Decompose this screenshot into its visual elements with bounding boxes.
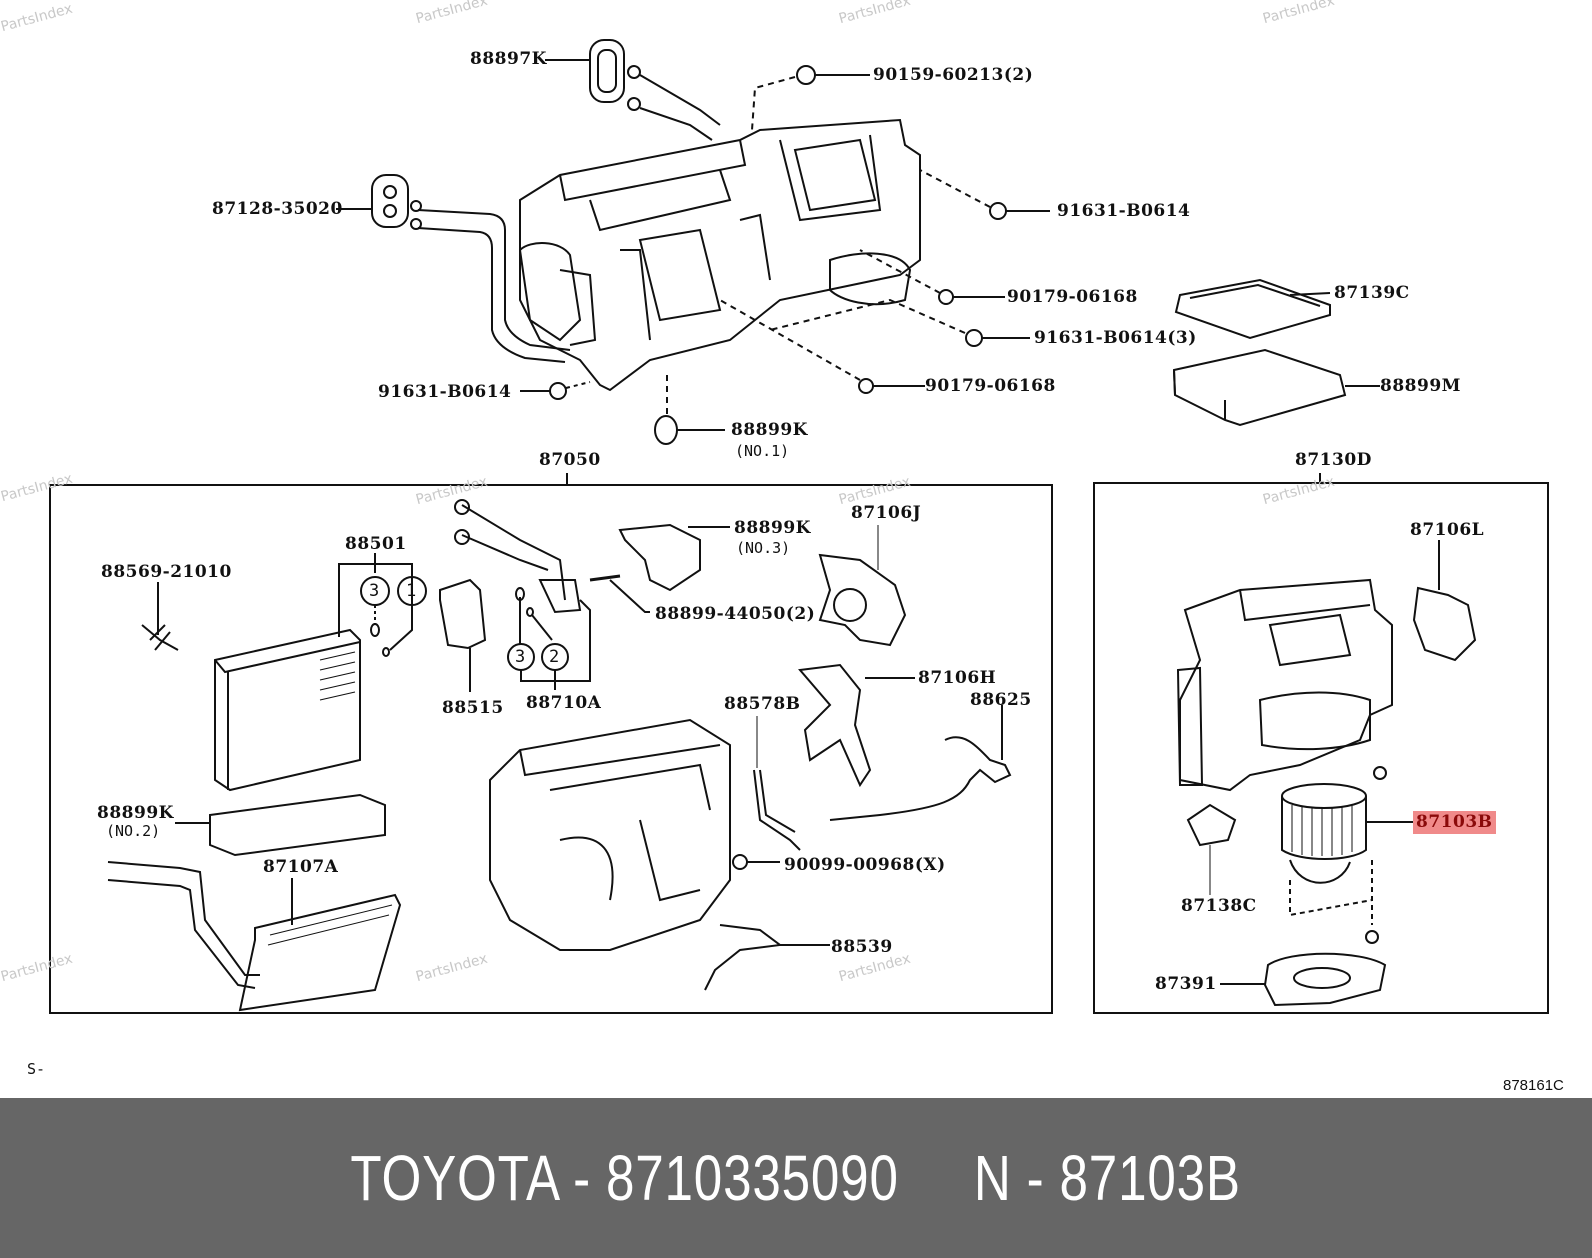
ref-number-88501-a: 3 — [369, 581, 380, 601]
linkage-87106h — [798, 663, 872, 788]
part-label-87391[interactable]: 87391 — [1155, 974, 1217, 994]
part-label-88899-44050[interactable]: 88899-44050(2) — [655, 604, 816, 624]
pipe-88710a — [461, 504, 566, 601]
heater-core-87107a — [238, 893, 402, 1012]
part-label-87106l[interactable]: 87106L — [1410, 520, 1485, 540]
filter-87139c — [1174, 278, 1331, 340]
part-label-88539[interactable]: 88539 — [831, 937, 893, 957]
part-label-91631-b0614-a[interactable]: 91631-B0614 — [1057, 201, 1191, 221]
part-banner: TOYOTA - 8710335090 N - 87103B — [0, 1098, 1592, 1258]
parts-diagram: PartsIndex PartsIndex PartsIndex PartsIn… — [0, 0, 1564, 1094]
part-label-91631-b0614-3[interactable]: 91631-B0614(3) — [1034, 328, 1197, 348]
part-label-88501[interactable]: 88501 — [345, 534, 407, 554]
part-label-87138c[interactable]: 87138C — [1181, 896, 1257, 916]
clip-88899k-no1 — [654, 415, 678, 445]
diagram-id: 878161C — [1503, 1077, 1564, 1094]
screw-91631-a — [989, 202, 1007, 220]
part-number-title: TOYOTA - 8710335090 N - 87103B — [350, 1142, 1242, 1214]
part-label-88569-21010[interactable]: 88569-21010 — [101, 562, 232, 582]
screw-91631-c — [549, 382, 567, 400]
filter-case-88899m — [1172, 348, 1347, 427]
group-box-87050 — [49, 484, 1053, 1014]
part-label-88897k[interactable]: 88897K — [470, 49, 547, 69]
sensor-88625 — [829, 736, 1012, 821]
hvac-unit-assembly — [518, 118, 921, 392]
nut-90179-a — [938, 289, 954, 305]
hose-88578b — [753, 769, 801, 851]
nut-90179-b — [858, 378, 874, 394]
part-label-88899m[interactable]: 88899M — [1380, 376, 1461, 396]
screw-blower-b — [1365, 930, 1379, 944]
part-label-88710a[interactable]: 88710A — [526, 693, 602, 713]
evaporator-88501 — [214, 628, 361, 792]
pipe-top — [417, 209, 571, 351]
part-label-87106h[interactable]: 87106H — [918, 668, 997, 688]
part-sublabel-no1: (NO.1) — [735, 442, 790, 460]
hvac-case-87050 — [489, 718, 731, 951]
part-sublabel-no2: (NO.2) — [106, 822, 161, 840]
valve-88515 — [439, 578, 487, 650]
part-label-87106j[interactable]: 87106J — [851, 503, 922, 523]
grommet-87128 — [371, 174, 409, 228]
group-label-87130d[interactable]: 87130D — [1295, 450, 1372, 470]
actuator-87106j — [818, 553, 907, 647]
bolt-88899-44050 — [589, 574, 621, 582]
screw-90099 — [732, 854, 748, 870]
part-sublabel-no3: (NO.3) — [736, 539, 791, 557]
diagram-line-art — [49, 39, 1549, 1014]
group-label-87050[interactable]: 87050 — [539, 450, 601, 470]
resistor-87138c — [1186, 803, 1237, 847]
part-label-88899k-no2[interactable]: 88899K — [97, 803, 174, 823]
heater-pipes — [107, 861, 260, 989]
hose-88539 — [704, 924, 783, 991]
clip-88899k-no3 — [618, 523, 701, 592]
part-label-88625[interactable]: 88625 — [970, 690, 1032, 710]
footer-left-code: S- — [27, 1060, 46, 1078]
part-label-90099-00968[interactable]: 90099-00968(X) — [784, 855, 946, 875]
part-label-90179-06168-a[interactable]: 90179-06168 — [1007, 287, 1138, 307]
ref-number-88710a-a: 3 — [515, 647, 526, 667]
blower-motor-87103b — [1281, 783, 1367, 809]
actuator-87106l — [1412, 586, 1477, 662]
part-label-88515[interactable]: 88515 — [442, 698, 504, 718]
part-label-87103b-highlighted[interactable]: 87103B — [1413, 811, 1496, 834]
part-label-87128-35020[interactable]: 87128-35020 — [212, 199, 343, 219]
part-label-90179-06168-b[interactable]: 90179-06168 — [925, 376, 1056, 396]
bolt-90159 — [796, 65, 816, 85]
part-label-88899k-no3[interactable]: 88899K — [734, 518, 811, 538]
part-label-88578b[interactable]: 88578B — [724, 694, 801, 714]
part-label-91631-b0614-c[interactable]: 91631-B0614 — [378, 382, 512, 402]
grommet-88897k — [589, 39, 625, 103]
ref-number-88501-b: 1 — [406, 581, 417, 601]
seal-87391 — [1263, 952, 1387, 1007]
screw-91631-b — [965, 329, 983, 347]
part-label-90159-60213[interactable]: 90159-60213(2) — [873, 65, 1034, 85]
part-label-87107a[interactable]: 87107A — [263, 857, 339, 877]
clip-88569 — [141, 624, 179, 651]
part-label-87139c[interactable]: 87139C — [1334, 283, 1410, 303]
pad-88899k-no2 — [209, 793, 386, 857]
ref-number-88710a-b: 2 — [549, 647, 560, 667]
blower-case-87130d — [1179, 578, 1393, 792]
screw-blower-a — [1373, 766, 1387, 780]
part-label-88899k-no1[interactable]: 88899K — [731, 420, 808, 440]
